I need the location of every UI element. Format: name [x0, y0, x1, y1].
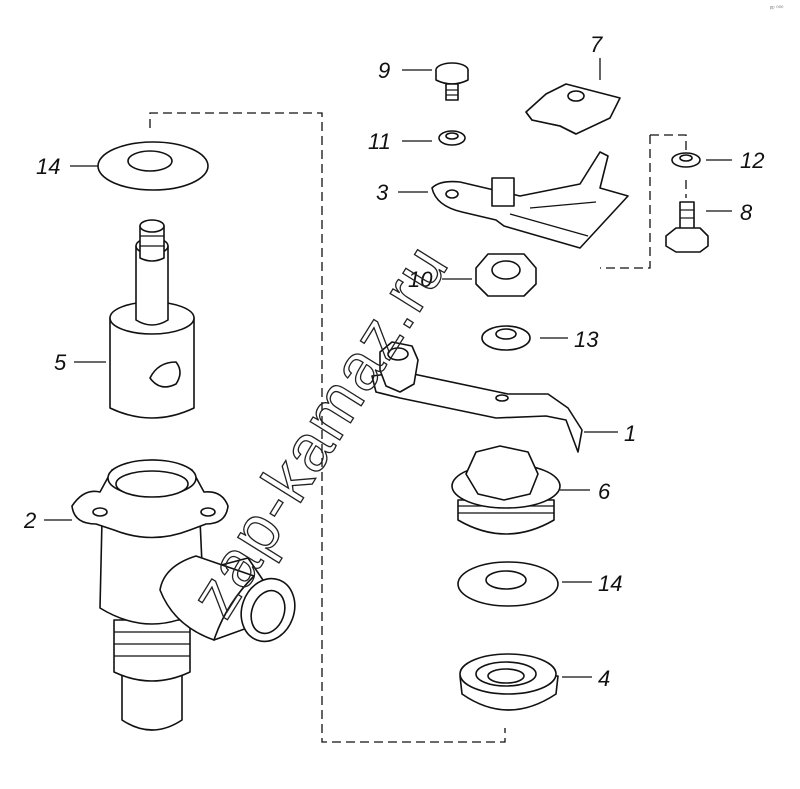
valve-plug-5: [109, 219, 195, 419]
callout-14-top: 14: [36, 154, 60, 179]
washer-13: [481, 325, 531, 351]
screw-9: [435, 62, 469, 101]
bracket-3: [431, 151, 629, 249]
callout-10: 10: [408, 267, 433, 292]
callout-14-bottom: 14: [598, 571, 622, 596]
clamp-7: [525, 83, 621, 135]
plug-6: [451, 445, 561, 535]
nut-10: [475, 253, 537, 297]
assembly-bracket-left: [149, 112, 506, 743]
callout-12: 12: [740, 148, 764, 173]
leader-lines: [44, 58, 732, 678]
callout-3: 3: [376, 180, 389, 205]
callout-13: 13: [574, 327, 599, 352]
valve-body-2: [71, 459, 296, 731]
seal-4: [459, 653, 559, 711]
washer-14-bottom: [457, 561, 559, 607]
callout-1: 1: [624, 421, 636, 446]
callout-2: 2: [23, 508, 36, 533]
callout-7: 7: [590, 32, 603, 57]
callout-4: 4: [598, 666, 610, 691]
lock-washer-12: [671, 152, 701, 168]
callout-6: 6: [598, 479, 611, 504]
callout-9: 9: [378, 58, 390, 83]
callout-5: 5: [54, 350, 67, 375]
corner-mark: ᵖᵖ ⁰⁰⁰: [770, 5, 784, 12]
callout-11: 11: [368, 129, 391, 154]
callouts: 9 7 11 3 12 8 10 13 1 6 14 4 14 5 2: [23, 32, 764, 691]
lever-1: [371, 341, 583, 453]
watermark: zap-kamaz.ru: [175, 231, 462, 630]
bolt-8: [665, 201, 709, 253]
lock-washer-11: [438, 130, 466, 146]
callout-8: 8: [740, 200, 753, 225]
assembly-bracket-right: [600, 134, 687, 269]
washer-14-top: [97, 141, 209, 191]
